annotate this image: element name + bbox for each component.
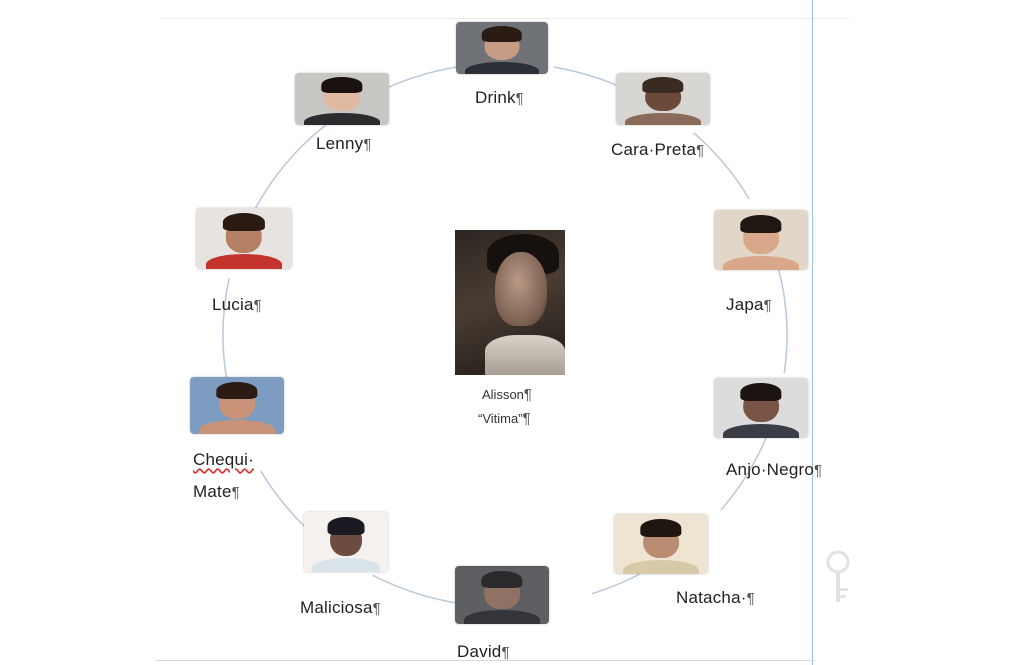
label-cara-preta: Cara·Preta¶	[611, 140, 705, 159]
label-japa: Japa¶	[726, 295, 772, 314]
victim-role: “Vitima”¶	[478, 410, 531, 427]
page-bottom-rule	[155, 660, 815, 661]
photo-japa	[714, 210, 808, 270]
key-watermark-icon	[826, 550, 850, 602]
label-natacha: Natacha·¶	[676, 588, 755, 607]
ring-arc-3	[720, 436, 768, 511]
ring-arc-5	[372, 574, 457, 604]
label-david: David¶	[457, 642, 510, 661]
label-anjo-negro: Anjo·Negro¶	[726, 460, 823, 479]
photo-lenny	[295, 73, 389, 125]
photo-chequi-mate	[190, 377, 284, 434]
label-drink: Drink¶	[475, 88, 524, 107]
ring-arc-2	[777, 269, 788, 373]
label-chequi-mate-line2: Mate¶	[193, 482, 240, 501]
victim-name: Alisson¶	[482, 386, 532, 403]
photo-david	[455, 566, 549, 624]
ring-arc-1	[693, 132, 750, 200]
photo-natacha	[614, 514, 708, 574]
page-margin-guide	[812, 0, 813, 665]
label-lucia: Lucia¶	[212, 295, 262, 314]
photo-anjo-negro	[714, 378, 808, 438]
page-top-rule	[160, 18, 850, 19]
photo-lucia	[196, 208, 292, 269]
photo-maliciosa	[304, 512, 388, 572]
label-maliciosa: Maliciosa¶	[300, 598, 381, 617]
label-lenny: Lenny¶	[316, 134, 372, 153]
photo-drink	[456, 22, 548, 74]
label-chequi-mate: Chequi·	[193, 450, 254, 469]
photo-cara-preta	[616, 73, 710, 125]
victim-photo	[455, 230, 565, 375]
